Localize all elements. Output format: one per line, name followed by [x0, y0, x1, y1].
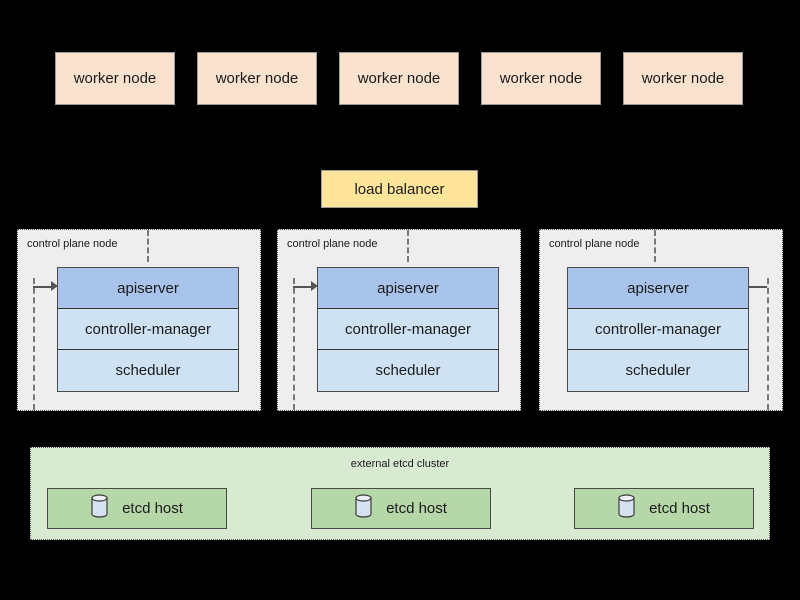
etcd-cluster-label: external etcd cluster	[350, 458, 450, 470]
external-etcd-cluster-container[interactable]: external etcd cluster etcd host	[30, 447, 770, 540]
load-balancer-label: load balancer	[354, 180, 445, 198]
apiserver-box[interactable]: apiserver	[318, 268, 498, 309]
worker-node-3[interactable]: worker node	[339, 52, 459, 105]
apiserver-box[interactable]: apiserver	[568, 268, 748, 309]
apiserver-box[interactable]: apiserver	[58, 268, 238, 309]
etcd-host-label: etcd host	[649, 500, 710, 517]
worker-node-4[interactable]: worker node	[481, 52, 601, 105]
worker-node-label: worker node	[215, 70, 299, 87]
worker-node-5[interactable]: worker node	[623, 52, 743, 105]
scheduler-label: scheduler	[375, 362, 441, 379]
etcd-host-2[interactable]: etcd host	[311, 488, 491, 529]
control-plane-node-label: control plane node	[549, 238, 640, 250]
scheduler-box[interactable]: scheduler	[568, 350, 748, 391]
apiserver-arrow-line	[293, 286, 311, 288]
scheduler-box[interactable]: scheduler	[58, 350, 238, 391]
worker-node-label: worker node	[641, 70, 725, 87]
etcd-host-label: etcd host	[386, 500, 447, 517]
load-balancer-box[interactable]: load balancer	[321, 170, 478, 208]
control-plane-node-3[interactable]: control plane node apiserver controller-…	[539, 229, 783, 411]
etcd-host-label: etcd host	[122, 500, 183, 517]
scheduler-label: scheduler	[115, 362, 181, 379]
scheduler-label: scheduler	[625, 362, 691, 379]
database-cylinder-icon	[355, 494, 372, 523]
worker-node-label: worker node	[499, 70, 583, 87]
scheduler-box[interactable]: scheduler	[318, 350, 498, 391]
control-plane-node-2[interactable]: control plane node apiserver controller-…	[277, 229, 521, 411]
control-plane-node-label: control plane node	[287, 238, 378, 250]
apiserver-label: apiserver	[117, 279, 179, 297]
control-plane-component-stack: apiserver controller-manager scheduler	[567, 267, 749, 392]
controller-manager-label: controller-manager	[85, 320, 211, 338]
controller-manager-label: controller-manager	[345, 320, 471, 338]
apiserver-arrow-head-icon	[51, 281, 58, 291]
controller-manager-box[interactable]: controller-manager	[568, 309, 748, 350]
database-cylinder-icon	[618, 494, 635, 523]
worker-node-label: worker node	[73, 70, 157, 87]
worker-node-label: worker node	[357, 70, 441, 87]
load-balancer-connector-line	[654, 230, 656, 262]
controller-manager-box[interactable]: controller-manager	[58, 309, 238, 350]
apiserver-label: apiserver	[377, 279, 439, 297]
etcd-host-3[interactable]: etcd host	[574, 488, 754, 529]
database-cylinder-icon	[91, 494, 108, 523]
apiserver-arrow-line	[33, 286, 51, 288]
control-plane-component-stack: apiserver controller-manager scheduler	[317, 267, 499, 392]
apiserver-arrow-head-icon	[311, 281, 318, 291]
control-plane-node-1[interactable]: control plane node apiserver controller-…	[17, 229, 261, 411]
load-balancer-connector-line	[147, 230, 149, 262]
control-plane-node-label: control plane node	[27, 238, 118, 250]
apiserver-label: apiserver	[627, 279, 689, 297]
etcd-host-1[interactable]: etcd host	[47, 488, 227, 529]
apiserver-arrow-line	[749, 286, 767, 288]
controller-manager-box[interactable]: controller-manager	[318, 309, 498, 350]
etcd-connector-line	[767, 278, 769, 410]
control-plane-component-stack: apiserver controller-manager scheduler	[57, 267, 239, 392]
worker-node-2[interactable]: worker node	[197, 52, 317, 105]
load-balancer-connector-line	[407, 230, 409, 262]
worker-node-1[interactable]: worker node	[55, 52, 175, 105]
controller-manager-label: controller-manager	[595, 320, 721, 338]
etcd-connector-line	[33, 278, 35, 410]
etcd-connector-line	[293, 278, 295, 410]
